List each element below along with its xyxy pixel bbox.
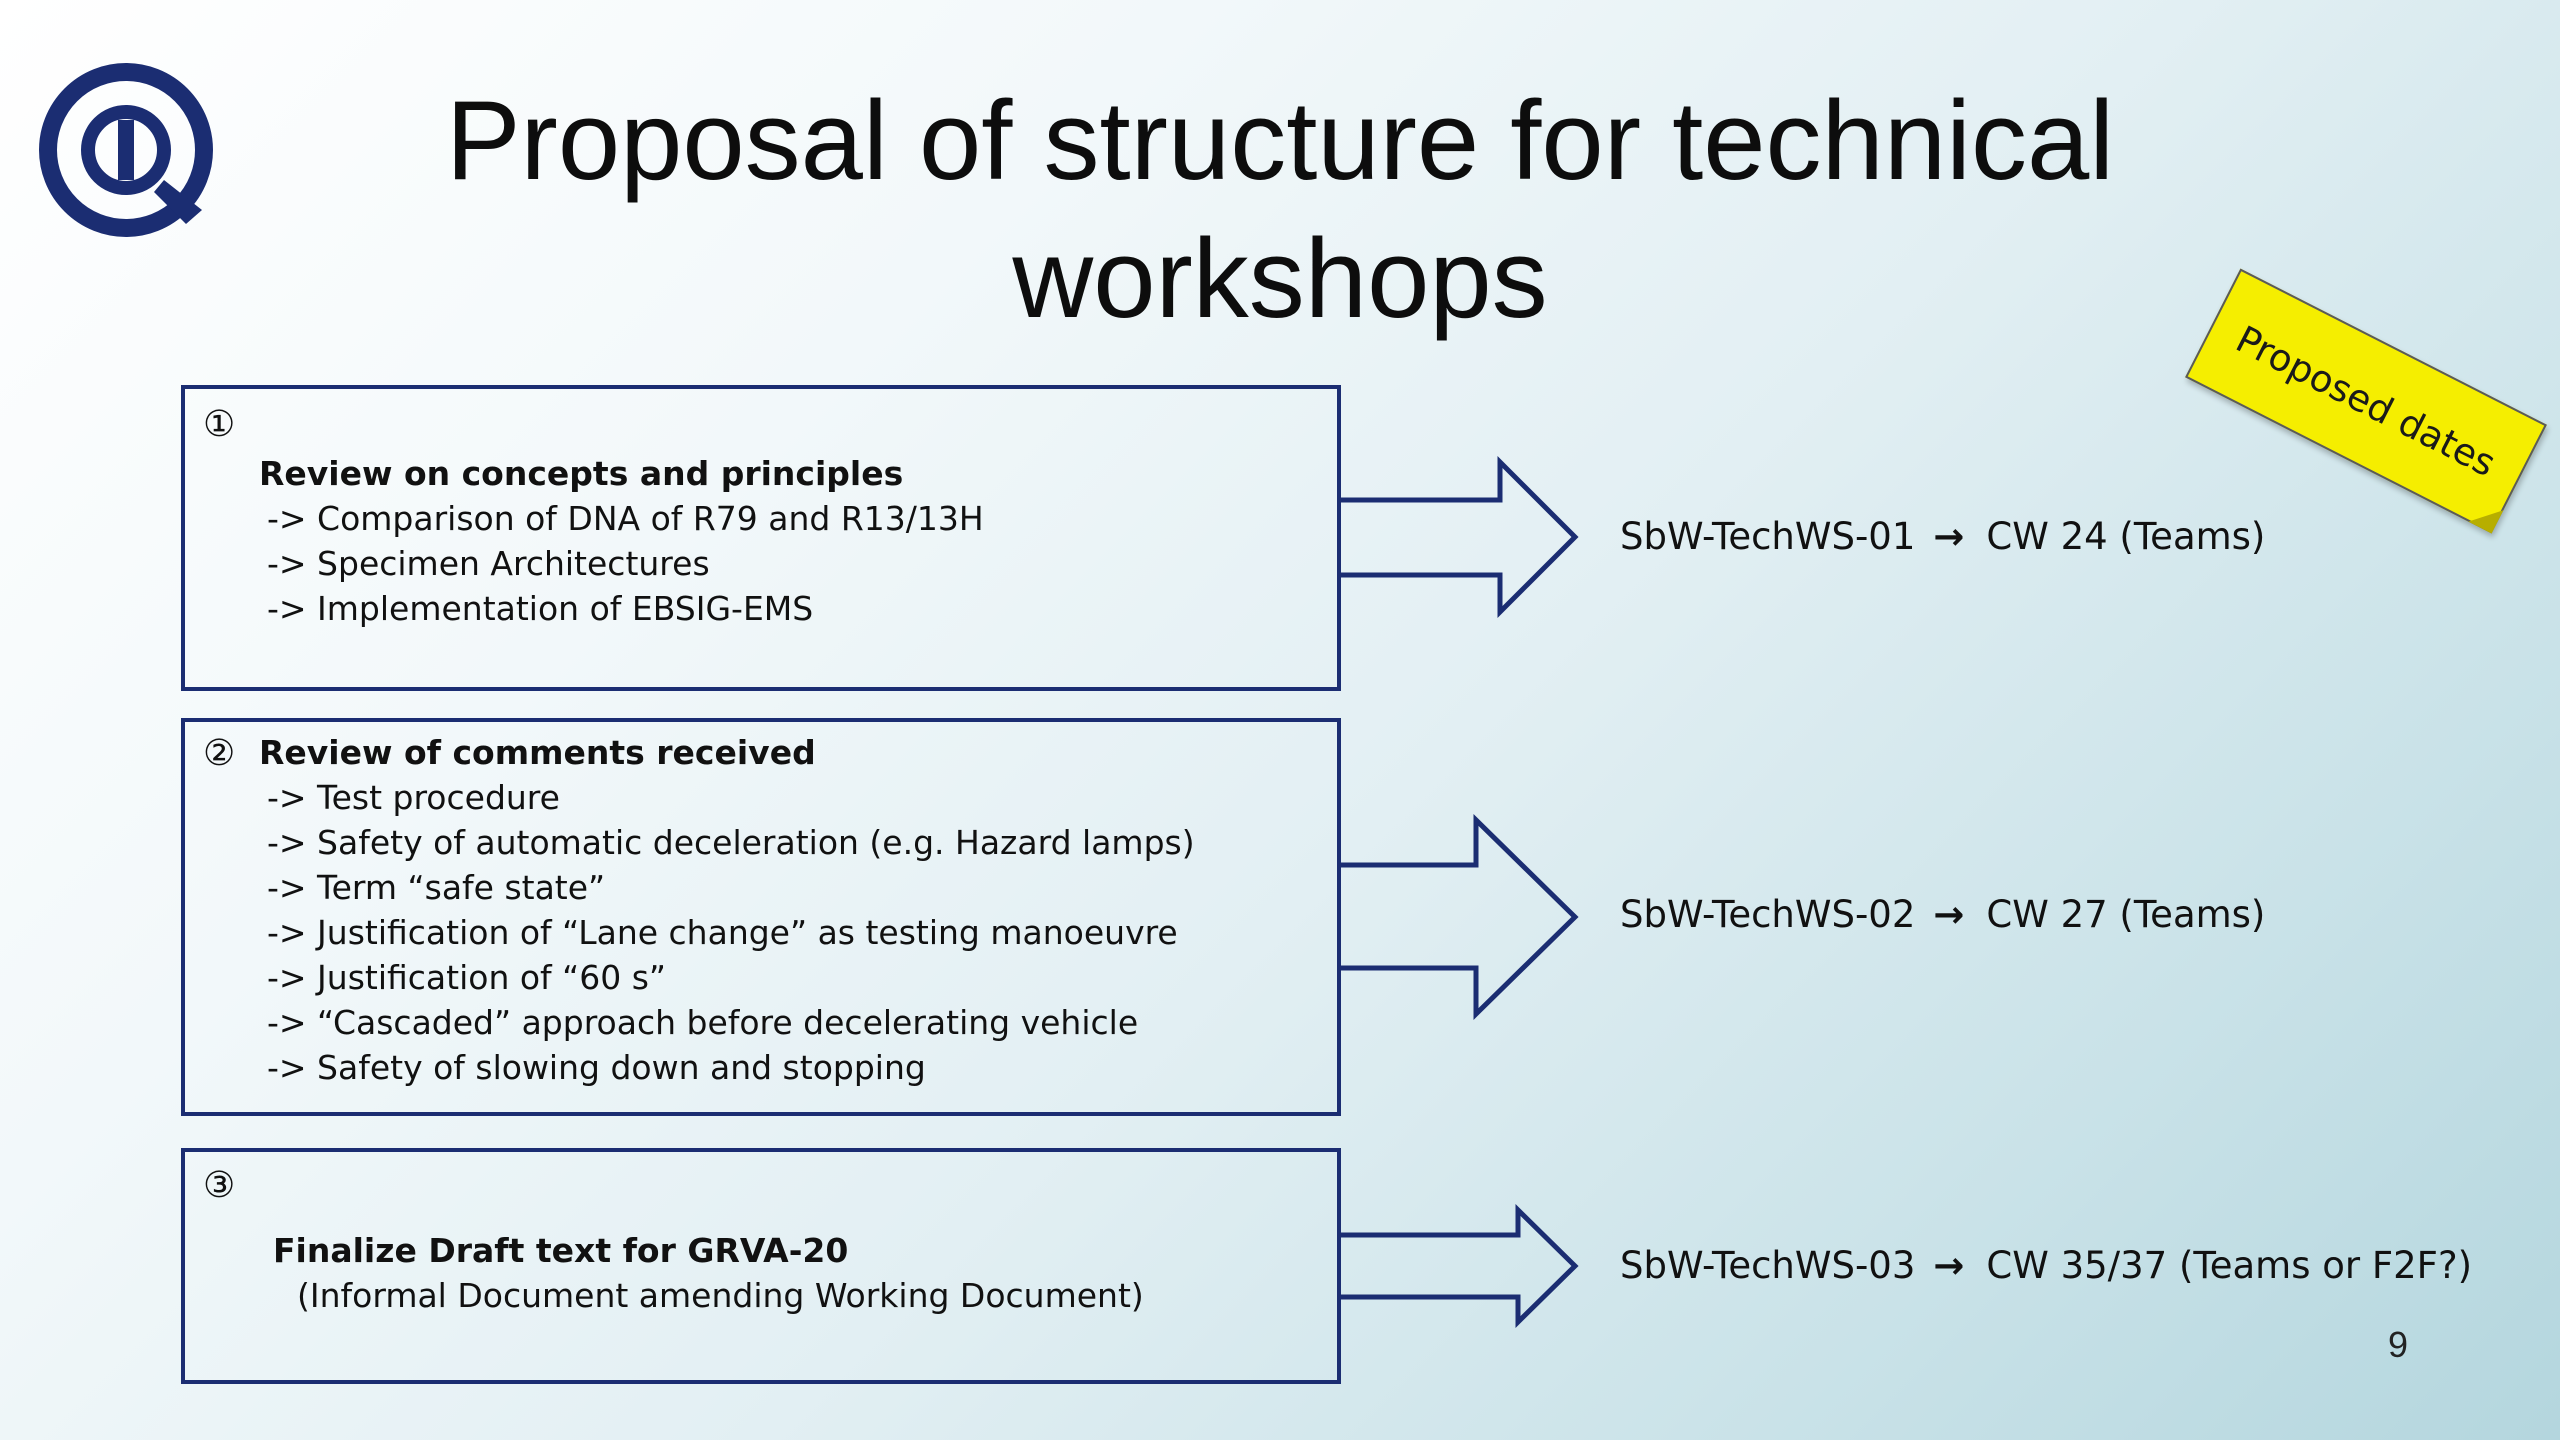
- list-item: -> Implementation of EBSIG-EMS: [267, 589, 814, 628]
- workshop-box-2: ② Review of comments received -> Test pr…: [181, 718, 1341, 1116]
- session-id: SbW-TechWS-02: [1620, 893, 1916, 936]
- list-item: -> Specimen Architectures: [267, 544, 710, 583]
- list-item: -> Safety of automatic deceleration (e.g…: [267, 823, 1195, 862]
- session-date: CW 27 (Teams): [1986, 893, 2266, 936]
- right-arrow-icon: →: [1933, 893, 1965, 936]
- list-item: -> Term “safe state”: [267, 868, 606, 907]
- sticky-note-label: Proposed dates: [2229, 317, 2503, 485]
- connector-arrow-1: [1341, 455, 1579, 619]
- list-item: -> Comparison of DNA of R79 and R13/13H: [267, 499, 984, 538]
- workshop-heading-2: Review of comments received: [259, 733, 816, 772]
- workshop-marker-3: ③: [203, 1165, 236, 1206]
- workshop-box-3: ③ Finalize Draft text for GRVA-20 (Infor…: [181, 1148, 1341, 1384]
- connector-arrow-3: [1341, 1204, 1579, 1328]
- connector-arrow-2: [1341, 814, 1579, 1020]
- proposed-dates-sticky-note: Proposed dates: [2185, 268, 2547, 534]
- workshop-heading-3: Finalize Draft text for GRVA-20: [273, 1231, 849, 1270]
- right-arrow-icon: →: [1933, 1244, 1965, 1287]
- at-sign-logo-icon: [39, 63, 213, 237]
- list-item: -> “Cascaded” approach before decelerati…: [267, 1003, 1139, 1042]
- session-id: SbW-TechWS-03: [1620, 1244, 1916, 1287]
- session-date: CW 24 (Teams): [1986, 515, 2266, 558]
- title-line-1: Proposal of structure for technical: [445, 78, 2115, 203]
- title-line-2: workshops: [1012, 216, 1548, 341]
- session-label-3: SbW-TechWS-03 → CW 35/37 (Teams or F2F?): [1620, 1244, 2472, 1288]
- right-arrow-icon: →: [1933, 515, 1965, 558]
- session-label-2: SbW-TechWS-02 → CW 27 (Teams): [1620, 893, 2265, 937]
- list-item: -> Justification of “Lane change” as tes…: [267, 913, 1178, 952]
- page-title: Proposal of structure for technical work…: [260, 72, 2300, 348]
- list-item: -> Test procedure: [267, 778, 560, 817]
- workshop-items-2: -> Test procedure -> Safety of automatic…: [267, 775, 1195, 1090]
- workshop-items-1: -> Comparison of DNA of R79 and R13/13H …: [267, 496, 984, 631]
- workshop-heading-1: Review on concepts and principles: [259, 454, 904, 493]
- workshop-marker-1: ①: [203, 404, 236, 445]
- page-number: 9: [2388, 1324, 2409, 1365]
- workshop-box-1: ① Review on concepts and principles -> C…: [181, 385, 1341, 691]
- session-id: SbW-TechWS-01: [1620, 515, 1916, 558]
- list-item: -> Safety of slowing down and stopping: [267, 1048, 926, 1087]
- session-label-1: SbW-TechWS-01 → CW 24 (Teams): [1620, 515, 2265, 559]
- session-date: CW 35/37 (Teams or F2F?): [1986, 1244, 2473, 1287]
- workshop-subtext-3: (Informal Document amending Working Docu…: [297, 1276, 1144, 1315]
- list-item: -> Justification of “60 s”: [267, 958, 667, 997]
- workshop-marker-2: ②: [203, 733, 236, 774]
